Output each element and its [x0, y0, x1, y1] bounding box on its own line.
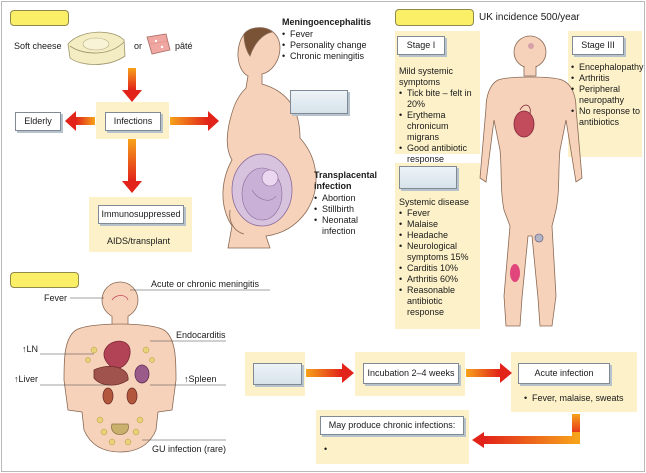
arrow-flow-2 [466, 363, 512, 383]
fever-label: Fever [44, 293, 68, 303]
endocarditis-label: Endocarditis [176, 330, 226, 340]
acute-symptoms-list: Fever, malaise, sweats [524, 393, 636, 404]
meningoencephalitis-list: Fever Personality change Chronic meningi… [282, 29, 382, 62]
blank-label-box-flow [253, 363, 302, 385]
chronic-infections-box: May produce chronic infections: [320, 416, 464, 435]
soft-cheese-label: Soft cheese [14, 41, 62, 51]
uk-incidence-label: UK incidence 500/year [479, 12, 580, 23]
list-item: Arthritis 60% [399, 274, 481, 285]
elderly-box: Elderly [15, 112, 61, 131]
arrow-cheese-to-infections [122, 68, 142, 102]
stage3-list: Encephalopathy Arthritis Peripheral neur… [571, 62, 644, 128]
section-tab-top-left [10, 10, 69, 26]
list-item: Erythema chronicum migrans [399, 110, 483, 143]
list-item: Encephalopathy [571, 62, 644, 73]
stage1-box: Stage I [397, 36, 445, 55]
arrow-infections-to-pregnancy [170, 111, 219, 131]
stage1-heading: Mild systemic symptoms [399, 66, 454, 87]
list-item: Tick bite – felt in 20% [399, 88, 483, 110]
lymph-node-label: ↑LN [22, 344, 39, 354]
list-item: Peripheral neuropathy [571, 84, 643, 106]
cheese-icon [67, 31, 126, 65]
arrow-flow-1 [306, 363, 354, 383]
arrow-acute-to-chronic [472, 414, 580, 448]
pate-label: pâté [175, 41, 193, 51]
list-item: Arthritis [571, 73, 643, 84]
or-label: or [134, 41, 143, 51]
list-item: Fever [399, 208, 481, 219]
transplacental-title-2: infection [314, 181, 352, 191]
list-item: Personality change [282, 40, 382, 51]
acute-chronic-meningitis-label: Acute or chronic meningitis [151, 279, 260, 289]
infection-body-illustration [63, 281, 177, 453]
aids-transplant-label: AIDS/transplant [107, 236, 171, 246]
list-item: Reasonable antibiotic response [399, 285, 481, 318]
blank-label-box-stage2 [399, 166, 457, 189]
pate-icon [146, 33, 171, 55]
stage1-list: Tick bite – felt in 20% Erythema chronic… [399, 88, 483, 165]
section-tab-top-right [395, 9, 474, 26]
arrow-infections-to-elderly [65, 111, 95, 131]
list-item: Fever, malaise, sweats [524, 393, 636, 404]
lyme-body-illustration [479, 35, 583, 327]
list-item: Fever [282, 29, 382, 40]
transplacental-list: Abortion Stillbirth Neonatal infection [314, 193, 372, 237]
gu-infection-label: GU infection (rare) [152, 444, 227, 454]
callout-lines [40, 289, 270, 441]
immunosuppressed-box: Immunosuppressed [98, 205, 184, 224]
transplacental-title-1: Transplacental [314, 170, 378, 180]
stage2-list: Fever Malaise Headache Neurological symp… [399, 208, 481, 318]
stage2-heading: Systemic disease [399, 197, 470, 207]
arrow-infections-to-immuno [122, 139, 142, 193]
list-item: Good antibiotic response [399, 143, 483, 165]
stage3-box: Stage III [572, 36, 624, 55]
blank-label-box-pregnancy [290, 90, 348, 114]
list-item: Neonatal infection [314, 215, 372, 237]
list-item: No response to antibiotics [571, 106, 643, 128]
list-item: Neurological symptoms 15% [399, 241, 481, 263]
list-item: Abortion [314, 193, 372, 204]
pregnant-woman-illustration [222, 27, 317, 249]
list-item: Malaise [399, 219, 481, 230]
acute-infection-box: Acute infection [518, 363, 610, 384]
list-item: Chronic meningitis [282, 51, 382, 62]
list-item: Headache [399, 230, 481, 241]
section-tab-bottom-left [10, 272, 79, 288]
incubation-box: Incubation 2–4 weeks [363, 363, 459, 384]
spleen-label: ↑Spleen [184, 374, 217, 384]
list-item: Stillbirth [314, 204, 372, 215]
meningoencephalitis-title: Meningoencephalitis [282, 17, 372, 27]
liver-label: ↑Liver [14, 374, 39, 384]
list-item: Carditis 10% [399, 263, 481, 274]
infections-box: Infections [105, 112, 161, 131]
